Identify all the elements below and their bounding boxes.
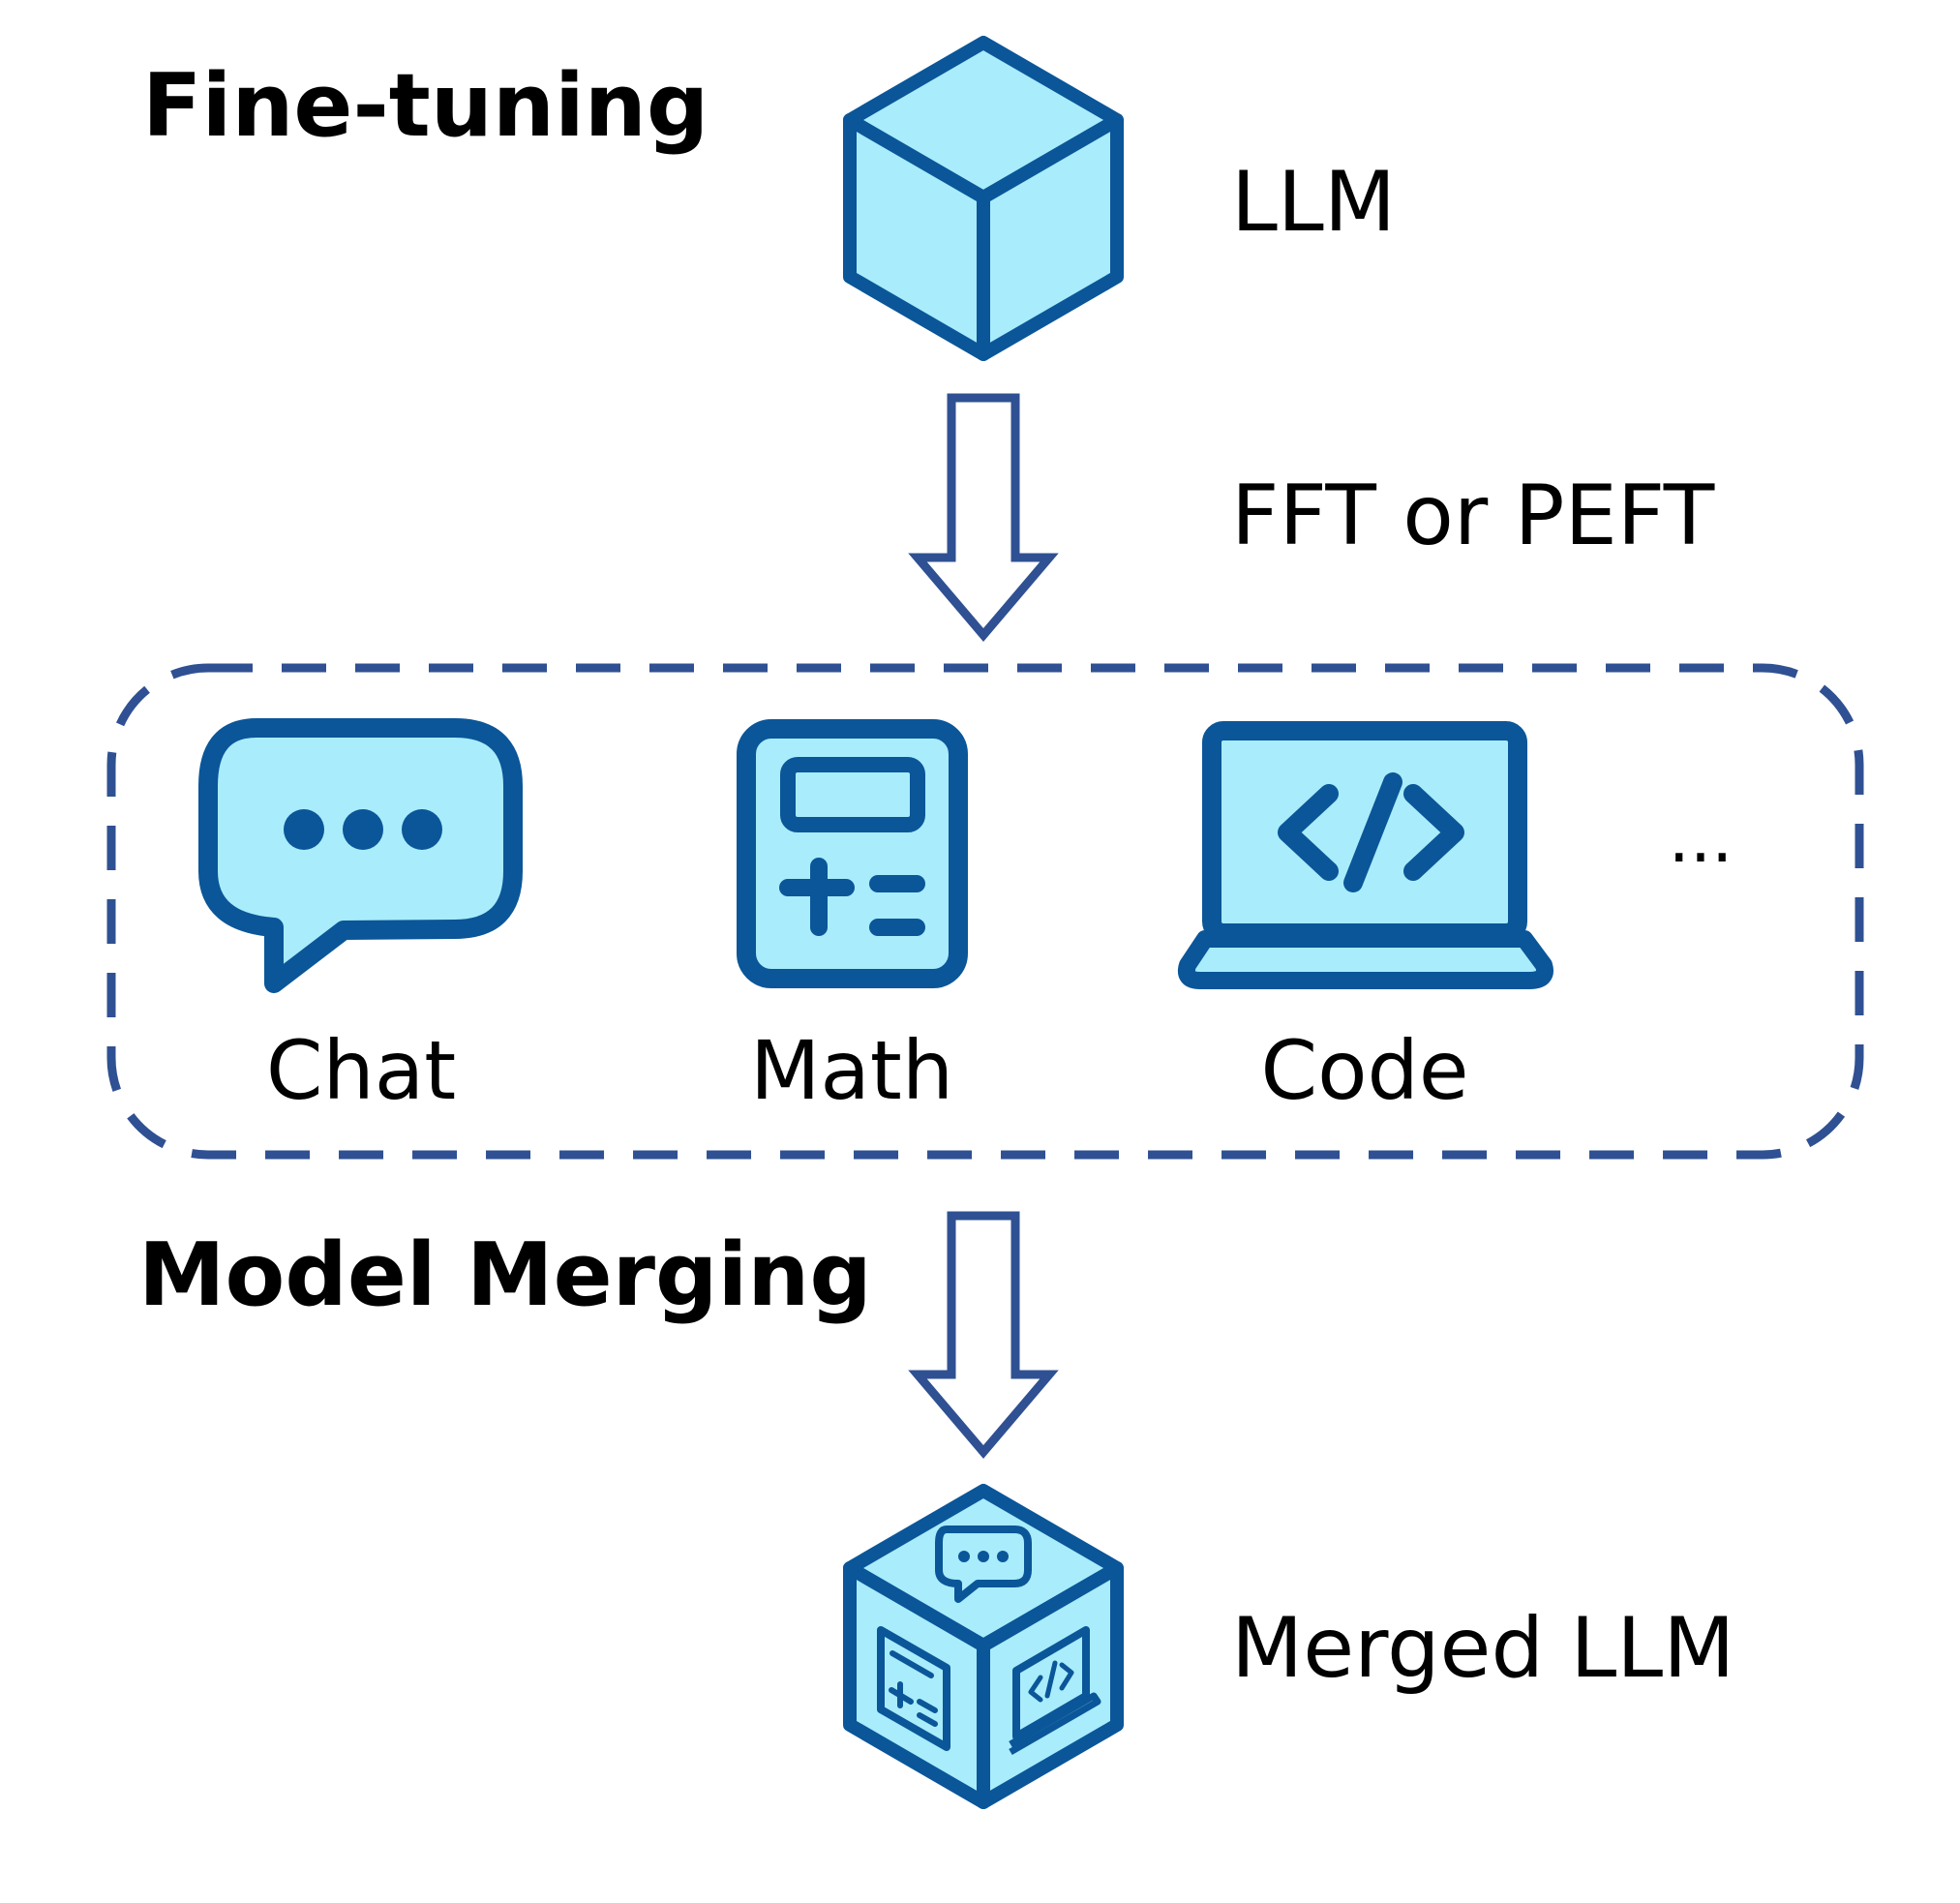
task-label-math: Math (750, 1023, 953, 1118)
merged-llm-cube-icon (843, 1484, 1124, 1809)
arrow-down-icon (908, 393, 1059, 642)
llm-cube-icon (843, 36, 1124, 361)
more-tasks-ellipsis: ... (1669, 799, 1734, 878)
task-label-code: Code (1260, 1023, 1468, 1118)
calculator-icon (737, 719, 968, 988)
laptop-code-icon (1177, 721, 1553, 989)
mini-chat-icon (935, 1525, 1032, 1603)
method-label: FFT or PEFT (1231, 468, 1715, 564)
chat-bubble-icon (198, 718, 523, 993)
mini-calculator-icon (877, 1626, 950, 1751)
mini-laptop-icon (1009, 1626, 1101, 1756)
section-title-finetuning: Fine-tuning (142, 55, 709, 157)
arrow-down-icon (908, 1211, 1059, 1459)
merged-model-label: Merged LLM (1231, 1600, 1734, 1697)
section-title-merging: Model Merging (138, 1224, 872, 1326)
base-model-label: LLM (1231, 154, 1396, 251)
task-group-box (106, 663, 1864, 1160)
task-label-chat: Chat (266, 1023, 456, 1118)
